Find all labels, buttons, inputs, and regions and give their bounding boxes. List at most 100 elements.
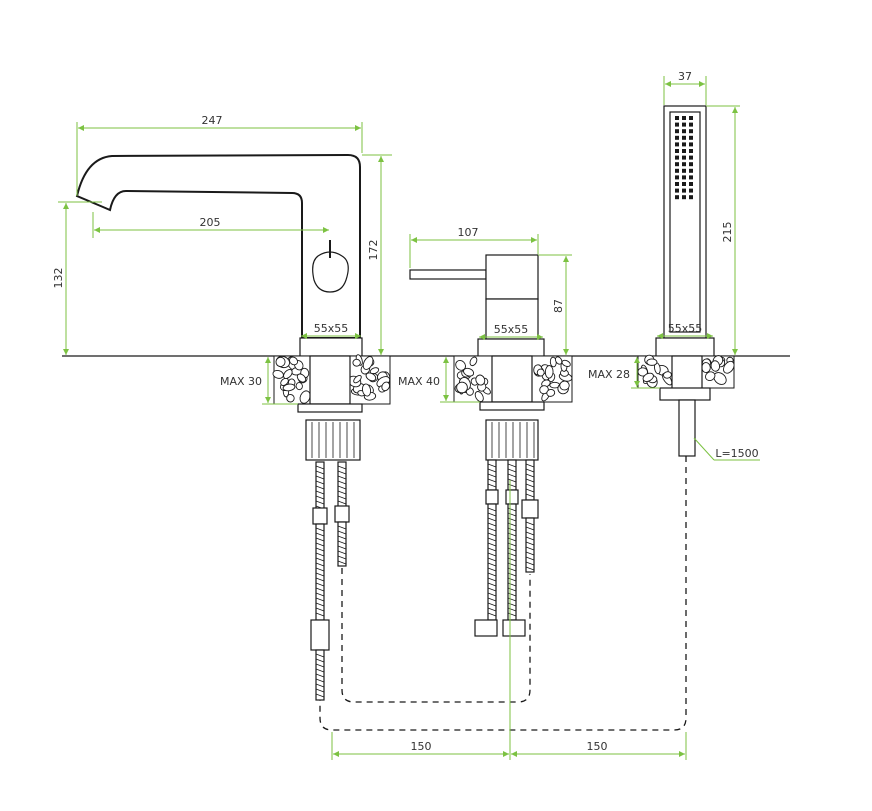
- pebble: [280, 377, 289, 386]
- nozzle: [689, 188, 693, 193]
- hose-fitting: [485, 489, 499, 505]
- nozzle: [682, 142, 686, 147]
- nozzle: [675, 175, 679, 180]
- mixer-washer: [479, 401, 545, 411]
- shower-nozzles: [675, 116, 693, 200]
- nozzle: [682, 175, 686, 180]
- mixer-hose-b-lower: [507, 503, 517, 621]
- dim-hose-text: L=1500: [715, 447, 758, 460]
- dim-mixer-base-text: 55x55: [494, 323, 529, 336]
- nozzle: [682, 135, 686, 140]
- pebble: [361, 383, 372, 397]
- nozzle: [675, 135, 679, 140]
- mixer-hose-out-lower: [525, 517, 535, 573]
- pebble: [381, 381, 391, 392]
- pebble: [723, 360, 735, 374]
- nozzle: [675, 129, 679, 134]
- shower-shank: [671, 355, 703, 391]
- pebble: [469, 356, 478, 367]
- hose-fitting: [474, 619, 498, 637]
- nozzle: [675, 116, 679, 120]
- pebble: [282, 383, 296, 392]
- dim-107-text: 107: [458, 226, 479, 239]
- mixer-body: [485, 254, 539, 300]
- dim-247-text: 247: [202, 114, 223, 127]
- nozzle: [682, 188, 686, 193]
- pebble: [475, 374, 486, 386]
- pebble: [275, 356, 286, 367]
- pebble: [455, 360, 466, 371]
- hose-fitting: [334, 505, 350, 523]
- pebble: [296, 373, 307, 383]
- spout-base-plate: [299, 337, 363, 357]
- pebble: [369, 367, 380, 375]
- nozzle: [675, 149, 679, 153]
- pebble: [544, 365, 554, 379]
- spout-washer: [297, 403, 363, 413]
- hose-fitting: [312, 507, 328, 525]
- nozzle: [675, 182, 679, 186]
- hose-fitting: [521, 499, 539, 519]
- spout-shank: [309, 355, 351, 405]
- dim-max40-text: MAX 40: [398, 375, 440, 388]
- nozzle: [675, 168, 679, 173]
- mixer-hose-a-lower: [487, 503, 497, 621]
- pebble: [559, 380, 570, 391]
- nozzle: [682, 195, 686, 200]
- dim-spout-base-text: 55x55: [314, 322, 349, 335]
- dim-132-text: 132: [52, 268, 65, 289]
- nozzle: [675, 188, 679, 193]
- dim-37-text: 37: [678, 70, 692, 83]
- supply-hoses: [310, 459, 539, 701]
- hose-fitting: [505, 489, 519, 505]
- pebble: [539, 385, 549, 395]
- nozzle: [689, 168, 693, 173]
- nozzle: [682, 116, 686, 120]
- nozzle: [689, 182, 693, 186]
- dim-172-text: 172: [367, 240, 380, 261]
- pebble: [283, 369, 293, 379]
- dimensions: 247 205 132 172 55x55 MAX 30 107 87 55x5…: [52, 70, 760, 760]
- nozzle: [689, 142, 693, 147]
- spout-body: [75, 153, 361, 339]
- nozzle: [689, 129, 693, 134]
- mixer-handle: [409, 269, 487, 280]
- spout-nut-hatch: [311, 422, 355, 458]
- shower-face: [669, 111, 701, 333]
- mixer: [409, 254, 545, 357]
- pebble: [705, 371, 716, 381]
- pebble: [286, 394, 295, 403]
- hose-fitting: [310, 619, 330, 651]
- pebble: [554, 356, 563, 365]
- dim-hose-leader: [693, 437, 715, 461]
- mixer-hose-b: [507, 459, 517, 491]
- nozzle: [675, 195, 679, 200]
- nozzle: [689, 155, 693, 160]
- mixer-nut-hatch: [491, 422, 535, 458]
- nozzle: [682, 122, 686, 127]
- dim-150-left-text: 150: [411, 740, 432, 753]
- nozzle: [682, 129, 686, 134]
- dim-87-text: 87: [552, 299, 565, 313]
- nozzle: [682, 149, 686, 153]
- spout-hose-hot-end: [315, 649, 325, 701]
- nozzle: [675, 155, 679, 160]
- spout-hose-cold-lower: [337, 521, 347, 567]
- shower-underdeck: [659, 355, 711, 457]
- nozzle: [682, 155, 686, 160]
- nozzle: [689, 116, 693, 120]
- nozzle: [675, 122, 679, 127]
- shower-hose-route: [319, 456, 687, 731]
- nozzle: [689, 195, 693, 200]
- pebble: [561, 359, 571, 367]
- dim-215-text: 215: [721, 222, 734, 243]
- pebble: [362, 356, 374, 370]
- shower-base-plate: [655, 337, 715, 357]
- spout-hose-hot-lower: [315, 523, 325, 621]
- dim-max30-text: MAX 30: [220, 375, 262, 388]
- nozzle: [689, 175, 693, 180]
- pebble: [663, 371, 672, 379]
- dim-shower-base-text: 55x55: [668, 322, 703, 335]
- hose-routes: [319, 456, 687, 731]
- nozzle: [675, 142, 679, 147]
